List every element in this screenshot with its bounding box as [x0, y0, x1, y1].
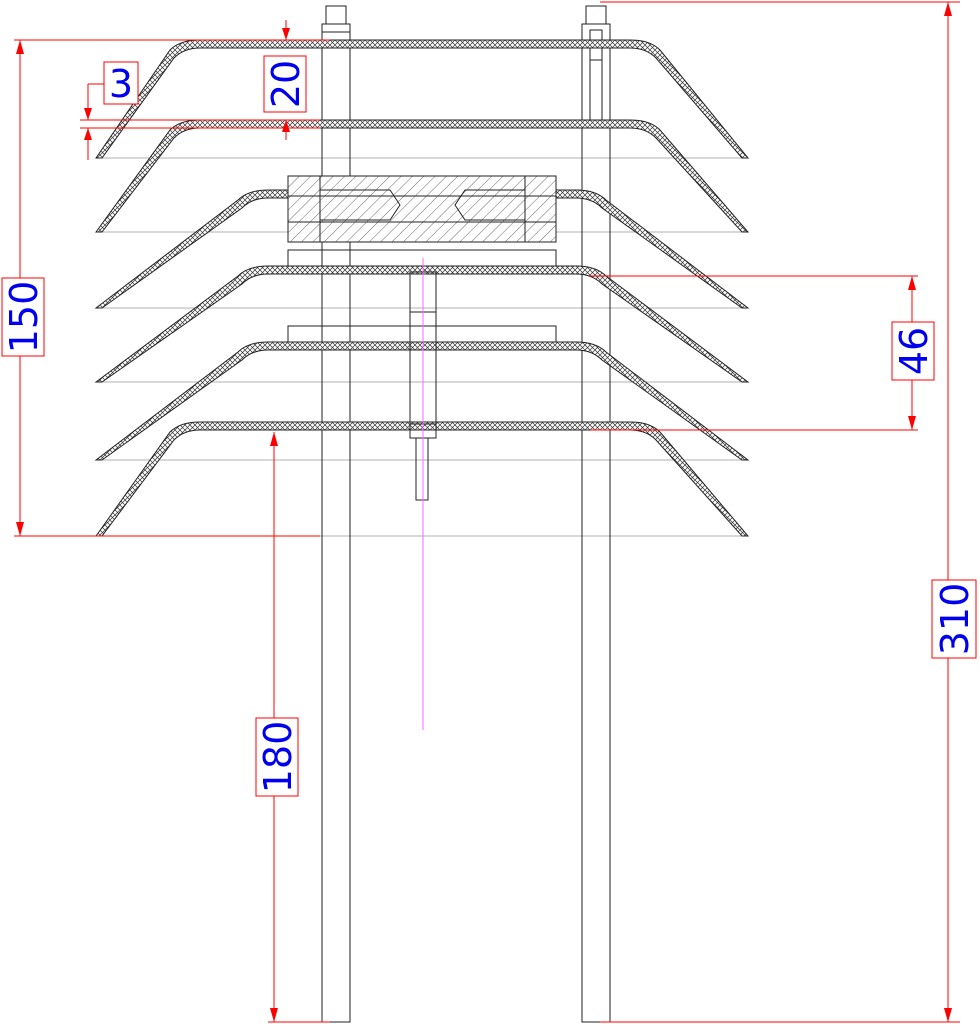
louvre-plate — [95, 39, 750, 159]
svg-text:20: 20 — [264, 60, 308, 108]
dim-label-cap-gap: 20 — [263, 55, 308, 113]
svg-text:3: 3 — [109, 62, 133, 106]
sensor-clamp-block — [287, 175, 557, 243]
spacer-bars — [287, 249, 557, 343]
louvre-plate — [94, 189, 750, 309]
svg-text:46: 46 — [892, 327, 936, 375]
dim-label-total-height: 310 — [931, 579, 977, 659]
louvre-plate — [95, 421, 750, 537]
dim-label-plate-thickness: 3 — [103, 61, 139, 106]
svg-text:310: 310 — [933, 583, 977, 656]
pole-right — [581, 39, 611, 1023]
svg-text:150: 150 — [2, 281, 46, 354]
bolt-cap-left — [321, 5, 351, 41]
radiation-shield-plates — [94, 39, 750, 537]
louvre-plate — [95, 119, 750, 233]
dim-label-shield-height: 150 — [1, 277, 46, 357]
svg-text:180: 180 — [256, 721, 300, 794]
dim-label-pole-height: 180 — [255, 717, 300, 797]
louvre-plate — [94, 265, 750, 383]
dim-label-plate-spacing: 46 — [891, 321, 936, 381]
bolt-cap-right — [581, 5, 611, 129]
louvre-plate — [94, 341, 750, 461]
dimension-annotations — [14, 1, 960, 1023]
